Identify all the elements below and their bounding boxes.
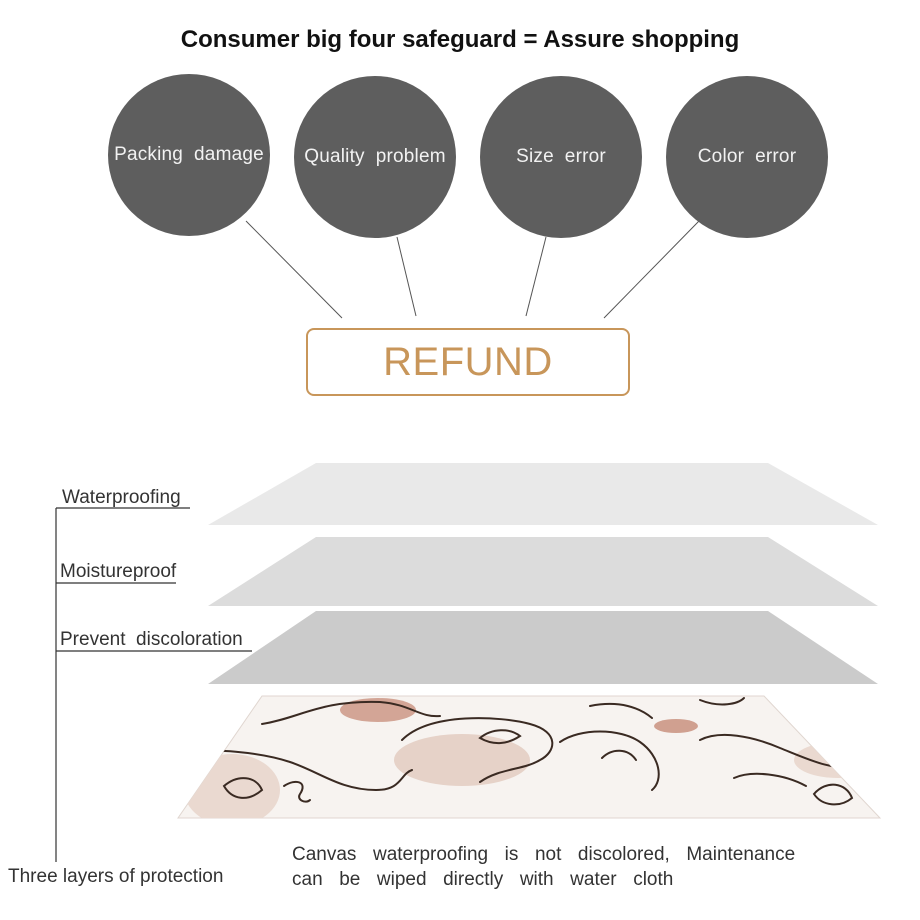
circle-color-error: Color error (666, 76, 828, 238)
bottom-label: Three layers of protection (8, 866, 224, 887)
circle-label: Packing damage (114, 144, 264, 165)
refund-box: REFUND (306, 328, 630, 396)
caption-line-1: Canvas waterproofing is not discolored, … (292, 844, 796, 865)
page-title: Consumer big four safeguard = Assure sho… (180, 26, 740, 53)
layer-moistureproof (208, 537, 878, 606)
connector-line (396, 236, 417, 317)
connector-line (525, 236, 547, 317)
connector-lines (245, 220, 700, 319)
caption-line-2: can be wiped directly with water cloth (292, 869, 674, 890)
canvas-artwork (177, 695, 882, 819)
circle-packing-damage: Packing damage (108, 74, 270, 236)
circle-quality-problem: Quality problem (294, 76, 456, 238)
protective-layers (208, 463, 878, 684)
layer-label-discoloration: Prevent discoloration (60, 629, 243, 650)
circle-label: Size error (516, 146, 606, 167)
caption: Canvas waterproofing is not discolored, … (292, 842, 795, 892)
connector-line (245, 220, 343, 319)
layer-label-waterproofing: Waterproofing (62, 487, 181, 508)
circle-label: Color error (697, 146, 797, 167)
label-brackets (55, 507, 252, 862)
layer-discoloration (208, 611, 878, 684)
layer-label-moistureproof: Moistureproof (60, 561, 177, 582)
layer-waterproofing (208, 463, 878, 525)
refund-label: REFUND (383, 339, 553, 384)
circle-label: Quality problem (304, 146, 446, 167)
connector-line (603, 220, 700, 319)
circle-size-error: Size error (480, 76, 642, 238)
